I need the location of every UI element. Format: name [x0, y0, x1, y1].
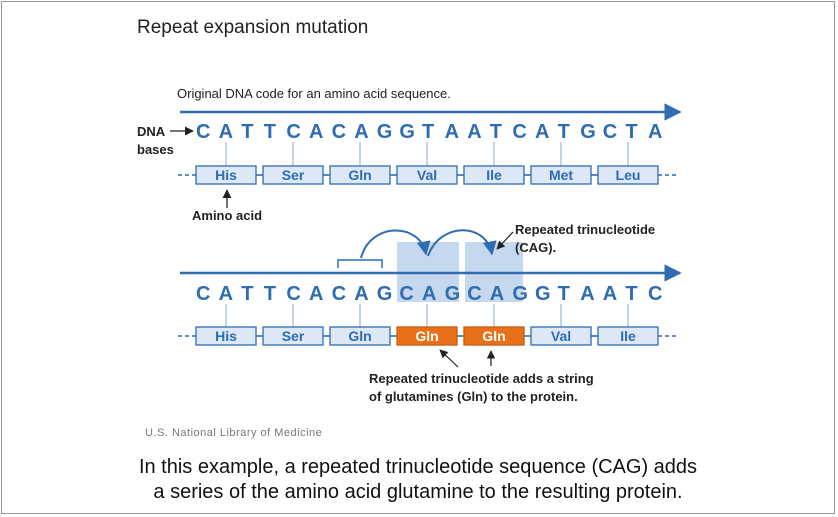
original-cag-bracket [337, 259, 383, 268]
bot-base-14: G [512, 283, 528, 305]
bottom-amino-acid-chain: His Ser Gln Gln Gln Val Ile [178, 326, 678, 346]
bot-base-2: T [241, 283, 253, 305]
top-amino-label-1: Ser [282, 167, 305, 183]
repeat-label-arrow [496, 231, 514, 250]
caption-line2: a series of the amino acid glutamine to … [153, 481, 683, 503]
top-amino-label-3: Val [417, 167, 437, 183]
top-amino-label-0: His [215, 167, 237, 183]
bottom-connector-ticks [225, 304, 629, 327]
top-base-8: G [377, 121, 393, 143]
bot-base-16: T [558, 283, 570, 305]
top-base-17: G [580, 121, 596, 143]
top-base-15: A [535, 121, 549, 143]
repeat-arc-1 [360, 229, 431, 259]
bot-base-8: G [377, 283, 393, 305]
bot-amino-label-2: Gln [348, 328, 371, 344]
bot-base-7: A [354, 283, 368, 305]
bot-base-17: A [580, 283, 594, 305]
bot-amino-box-6 [597, 326, 659, 346]
bot-amino-label-5: Val [551, 328, 571, 344]
note-line1: Repeated trinucleotide adds a string [369, 371, 594, 386]
top-amino-label-6: Leu [616, 167, 641, 183]
bot-base-10: A [422, 283, 436, 305]
top-heading: Original DNA code for an amino acid sequ… [177, 86, 451, 101]
top-base-7: A [354, 121, 368, 143]
bot-base-19: T [625, 283, 637, 305]
bot-amino-label-0: His [215, 328, 237, 344]
bot-base-4: C [286, 283, 300, 305]
top-base-0: C [196, 121, 210, 143]
note-line2: of glutamines (Gln) to the protein. [369, 389, 578, 404]
bot-base-12: C [467, 283, 481, 305]
caption-line1: In this example, a repeated trinucleotid… [138, 456, 698, 478]
bot-amino-label-3: Gln [415, 328, 438, 344]
top-amino-label-2: Gln [348, 167, 371, 183]
bot-amino-label-4: Gln [482, 328, 505, 344]
top-connector-ticks [225, 142, 629, 166]
top-amino-acid-chain: His Ser Gln Val Ile Met Leu [178, 165, 678, 185]
source-credit: U.S. National Library of Medicine [145, 427, 322, 439]
bot-amino-label-1: Ser [282, 328, 305, 344]
top-base-1: A [219, 121, 233, 143]
repeat-label-line1: Repeated trinucleotide [515, 222, 655, 237]
caption: In this example, a repeated trinucleotid… [0, 455, 836, 505]
note-arrow-1 [439, 349, 459, 368]
top-amino-label-5: Met [549, 167, 573, 183]
top-base-2: T [241, 121, 253, 143]
top-base-4: C [286, 121, 300, 143]
bot-base-1: A [219, 283, 233, 305]
bot-base-11: G [445, 283, 461, 305]
bot-base-5: A [309, 283, 323, 305]
top-base-11: A [445, 121, 459, 143]
top-base-10: T [422, 121, 434, 143]
bot-base-0: C [196, 283, 210, 305]
bot-base-6: C [332, 283, 346, 305]
bot-base-3: T [264, 283, 276, 305]
bot-base-20: C [648, 283, 662, 305]
amino-acid-label: Amino acid [192, 208, 262, 223]
bot-base-9: C [399, 283, 413, 305]
top-amino-label-4: Ile [486, 167, 502, 183]
repeat-arc-2 [427, 229, 497, 257]
repeat-label-line2: (CAG). [515, 240, 556, 255]
top-base-3: T [264, 121, 276, 143]
top-amino-box-6 [597, 165, 659, 185]
top-base-9: G [399, 121, 415, 143]
bot-base-13: A [490, 283, 504, 305]
bot-base-15: G [535, 283, 551, 305]
bot-base-18: A [603, 283, 617, 305]
top-base-12: A [467, 121, 481, 143]
top-base-13: T [490, 121, 502, 143]
top-base-14: C [512, 121, 526, 143]
dna-label-line1: DNA [137, 124, 166, 139]
top-base-19: T [625, 121, 637, 143]
figure-title: Repeat expansion mutation [137, 17, 369, 38]
bot-amino-label-6: Ile [620, 328, 636, 344]
dna-label-line2: bases [137, 142, 174, 157]
top-base-6: C [332, 121, 346, 143]
top-base-18: C [603, 121, 617, 143]
top-base-16: T [558, 121, 570, 143]
top-base-20: A [648, 121, 662, 143]
top-base-5: A [309, 121, 323, 143]
